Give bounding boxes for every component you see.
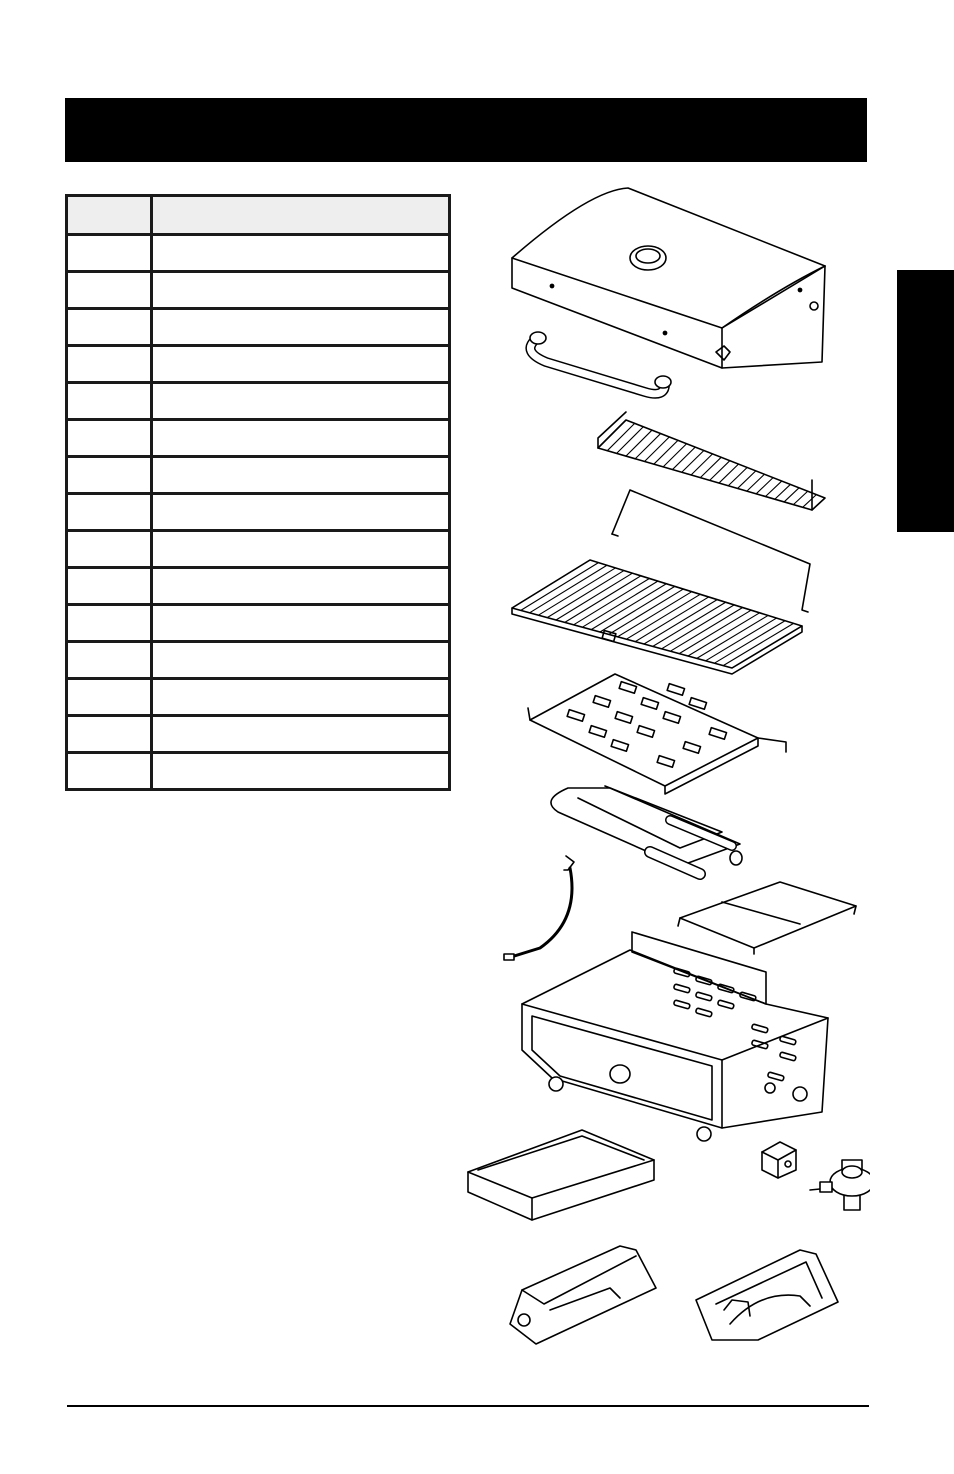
grill-lid: [512, 188, 825, 368]
part-description-cell: [150, 566, 451, 606]
left-support-leg: [510, 1246, 656, 1344]
column-header-description: [150, 194, 451, 236]
part-number-cell: [65, 677, 153, 717]
part-number-cell: [65, 381, 153, 421]
exploded-parts-diagram: [460, 180, 870, 1370]
part-number-cell: [65, 714, 153, 754]
heat-shield: [678, 882, 856, 954]
table-row: [65, 677, 451, 717]
part-description-cell: [150, 418, 451, 458]
part-description-cell: [150, 603, 451, 643]
part-number-cell: [65, 270, 153, 310]
table-header-row: [65, 194, 451, 236]
gas-regulator: [810, 1160, 870, 1210]
part-number-cell: [65, 418, 153, 458]
heat-diffuser-plate: [528, 674, 786, 794]
igniter-module: [762, 1142, 796, 1178]
warming-rack: [598, 412, 825, 510]
rack-support-wire: [612, 490, 810, 612]
part-description-cell: [150, 640, 451, 680]
igniter-electrode-wire: [504, 856, 574, 960]
table-row: [65, 751, 451, 791]
grease-tray: [468, 1130, 654, 1220]
burner-tube: [551, 786, 742, 874]
cooking-grate: [512, 560, 802, 674]
part-description-cell: [150, 270, 451, 310]
part-number-cell: [65, 455, 153, 495]
part-description-cell: [150, 492, 451, 532]
table-row: [65, 344, 451, 384]
part-description-cell: [150, 233, 451, 273]
table-row: [65, 307, 451, 347]
table-row: [65, 603, 451, 643]
table-row: [65, 640, 451, 680]
footer-rule: [67, 1405, 869, 1407]
table-row: [65, 566, 451, 606]
part-number-cell: [65, 492, 153, 532]
part-number-cell: [65, 233, 153, 273]
part-number-cell: [65, 307, 153, 347]
table-row: [65, 492, 451, 532]
table-row: [65, 418, 451, 458]
firebox-body: [522, 932, 828, 1141]
table-row: [65, 381, 451, 421]
lid-handle: [530, 332, 671, 394]
part-number-cell: [65, 603, 153, 643]
table-row: [65, 529, 451, 569]
table-row: [65, 455, 451, 495]
table-row: [65, 714, 451, 754]
parts-list-table: [65, 194, 451, 791]
part-description-cell: [150, 381, 451, 421]
section-title-banner: [65, 98, 867, 162]
right-support-leg: [696, 1250, 838, 1340]
part-description-cell: [150, 677, 451, 717]
side-chapter-tab: [897, 270, 954, 532]
part-description-cell: [150, 751, 451, 791]
part-number-cell: [65, 344, 153, 384]
column-header-part-number: [65, 194, 153, 236]
part-description-cell: [150, 344, 451, 384]
part-description-cell: [150, 529, 451, 569]
part-description-cell: [150, 714, 451, 754]
part-number-cell: [65, 566, 153, 606]
part-number-cell: [65, 751, 153, 791]
table-row: [65, 270, 451, 310]
part-number-cell: [65, 640, 153, 680]
part-description-cell: [150, 455, 451, 495]
part-number-cell: [65, 529, 153, 569]
table-row: [65, 233, 451, 273]
part-description-cell: [150, 307, 451, 347]
